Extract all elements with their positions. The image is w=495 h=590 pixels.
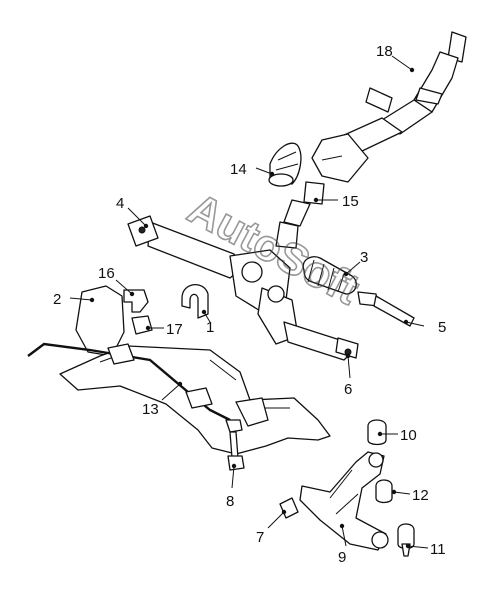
- control-arm-rear-bushing: [367, 419, 387, 446]
- callout-5: 5: [438, 319, 446, 336]
- tie-rod-end-left: [127, 215, 159, 247]
- steering-rack: [131, 219, 353, 361]
- callout-6: 6: [344, 381, 352, 398]
- callout-9: 9: [338, 549, 346, 566]
- callout-16: 16: [98, 265, 115, 282]
- tie-rod-end-right: [335, 337, 359, 359]
- callout-labels: 1 2 3 4 5 6 7 8 9 10 11 12 13 14 15 16 1…: [53, 43, 446, 566]
- inner-tie-rod: [357, 291, 415, 327]
- control-arm-bushing: [279, 497, 299, 519]
- callout-1: 1: [206, 319, 214, 336]
- rack-bellow: [302, 256, 357, 295]
- callout-2: 2: [53, 291, 61, 308]
- callout-10: 10: [400, 427, 417, 444]
- callout-7: 7: [256, 529, 264, 546]
- callout-8: 8: [226, 493, 234, 510]
- intermediate-shaft: [275, 181, 325, 249]
- callout-18: 18: [376, 43, 393, 60]
- stabilizer-bushing: [131, 315, 153, 335]
- rack-mounting-clamp: [181, 284, 209, 319]
- callout-15: 15: [342, 193, 359, 210]
- callout-12: 12: [412, 487, 429, 504]
- control-arm-front-bushing: [375, 479, 393, 504]
- callout-14: 14: [230, 161, 247, 178]
- callout-4: 4: [116, 195, 124, 212]
- stabilizer-bar: [27, 342, 231, 422]
- leader-lines: [69, 55, 429, 549]
- callout-17: 17: [166, 321, 183, 338]
- stabilizer-bracket: [123, 289, 149, 313]
- ball-joint: [397, 523, 415, 557]
- steering-column: [311, 31, 467, 183]
- steering-boot: [268, 142, 302, 187]
- lower-control-arm: [299, 451, 389, 551]
- callout-11: 11: [430, 541, 446, 558]
- callout-13: 13: [142, 401, 159, 418]
- callout-3: 3: [360, 249, 368, 266]
- stabilizer-link: [225, 419, 245, 471]
